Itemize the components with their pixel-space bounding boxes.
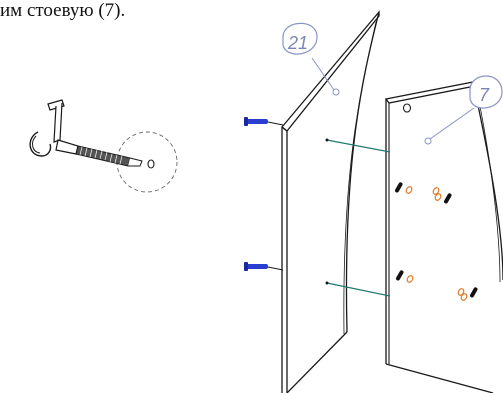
cam-screw-tool-icon — [29, 99, 178, 193]
side-panel-21 — [281, 10, 380, 393]
post-panel-7 — [384, 81, 503, 393]
screw-icon — [244, 117, 284, 126]
instruction-caption: им стоевую (7). — [0, 0, 126, 21]
connector-lines — [326, 139, 391, 297]
dowel-points — [325, 138, 329, 285]
callout-21: 21 — [282, 22, 335, 91]
callout-7: 7 — [429, 75, 503, 140]
screw-icon — [244, 262, 284, 271]
callout-label-7: 7 — [479, 85, 490, 105]
callout-label-21: 21 — [287, 33, 308, 53]
